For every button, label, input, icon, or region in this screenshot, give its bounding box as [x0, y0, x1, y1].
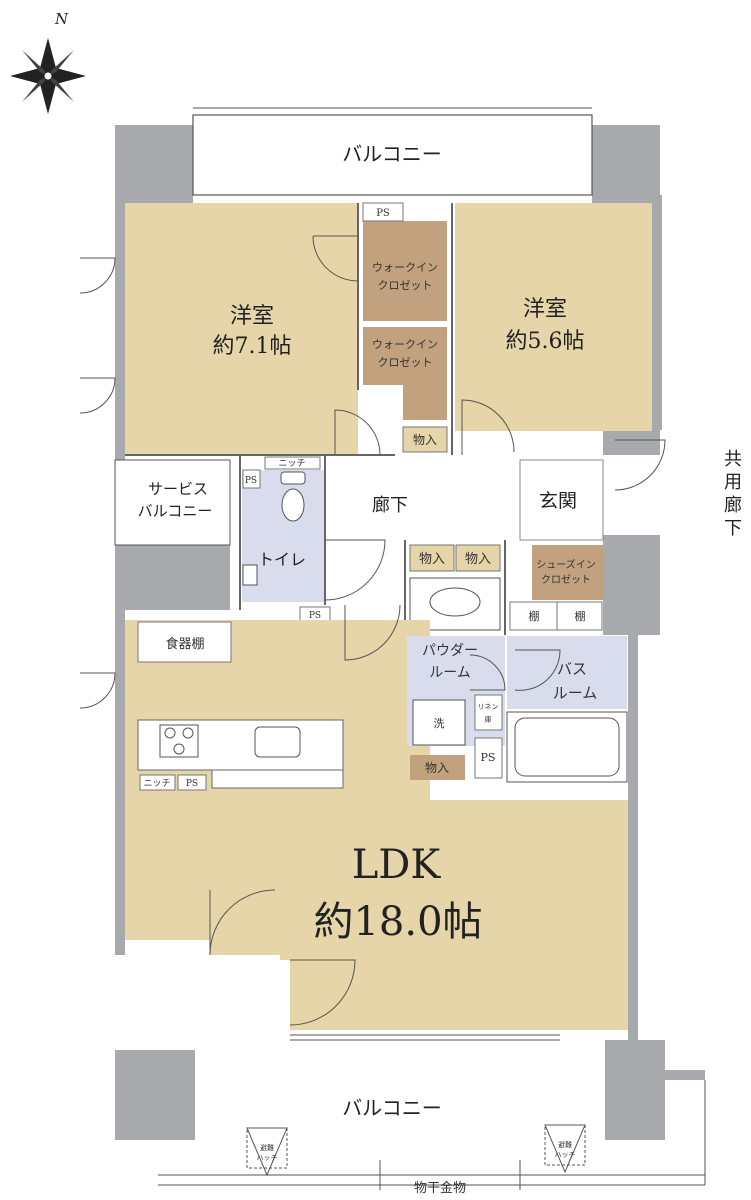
wic1-line2: クロゼット [378, 279, 433, 292]
washer-label: 洗 [434, 717, 445, 730]
walk-in-closet-2 [363, 327, 447, 385]
service-balcony-line2: バルコニー [138, 502, 213, 520]
bath-line2: ルーム [553, 684, 598, 702]
evacuation-hatch-left: 避難 ハッチ [246, 1127, 288, 1177]
hallway-label: 廊下 [372, 495, 408, 516]
ps-toilet: PS [245, 476, 257, 486]
dish-shelf-label: 食器棚 [165, 636, 204, 652]
powder-storage [410, 755, 465, 780]
shelf-1: 棚 [529, 609, 540, 623]
powder-line2: ルーム [429, 665, 471, 681]
entrance-label: 玄関 [539, 490, 577, 512]
svg-text:避難: 避難 [260, 1143, 274, 1152]
balcony-bottom-label: バルコニー [342, 1096, 442, 1120]
drying-rack-label: 物干金物 [414, 1180, 466, 1196]
common-corridor-1: 共 [724, 449, 742, 470]
room2-name: 洋室 [523, 297, 567, 322]
shoes-in-closet [532, 545, 604, 600]
wic1-line1: ウォークイン [372, 261, 438, 274]
storage-a [409, 544, 455, 572]
svg-text:ハッチ: ハッチ [555, 1151, 576, 1159]
storage-b [455, 544, 501, 572]
shelf-2: 棚 [575, 609, 586, 623]
ps-top: PS [376, 208, 390, 219]
niche-top: ニッチ [278, 458, 305, 469]
bathroom [507, 636, 627, 709]
hall-storage [402, 426, 448, 453]
toilet-label: トイレ [258, 550, 306, 569]
western-room-2 [455, 203, 652, 431]
western-room-1 [125, 203, 358, 455]
common-corridor-4: 下 [724, 518, 742, 539]
walk-in-closet-1 [363, 221, 447, 321]
svg-text:ハッチ: ハッチ [257, 1154, 278, 1162]
ps-bath: PS [481, 751, 496, 764]
room2-size: 約5.6帖 [506, 329, 585, 354]
north-label: N [54, 10, 69, 28]
powder-storage-label: 物入 [425, 761, 449, 775]
room1-size: 約7.1帖 [213, 334, 292, 359]
service-balcony-line1: サービス [148, 480, 208, 498]
linen-line1: リネン [478, 703, 499, 711]
hall-storage-label: 物入 [413, 433, 437, 447]
shoes-line2: クロゼット [541, 574, 591, 586]
room1-name: 洋室 [230, 304, 274, 329]
niche-kitchen: ニッチ [143, 778, 170, 789]
ps-kitchen-top: PS [309, 611, 321, 621]
common-corridor-2: 用 [724, 472, 742, 493]
linen-line2: 庫 [485, 715, 492, 724]
wic2-line1: ウォークイン [372, 338, 438, 351]
balcony-top [192, 114, 593, 196]
wic2-line2: クロゼット [378, 356, 433, 369]
bath-line1: バス [557, 660, 587, 678]
balcony-top-label: バルコニー [342, 142, 442, 166]
ldk-room [125, 800, 628, 940]
svg-text:避難: 避難 [558, 1140, 572, 1149]
shoes-line1: シューズイン [536, 558, 596, 571]
evacuation-hatch-right: 避難 ハッチ [544, 1124, 586, 1174]
ps-kitchen: PS [186, 779, 198, 789]
ldk-size: 約18.0帖 [313, 899, 482, 945]
ldk-name: LDK [352, 842, 442, 888]
storage-a-label: 物入 [419, 552, 445, 567]
storage-b-label: 物入 [465, 552, 491, 567]
powder-line1: パウダー [422, 643, 478, 659]
walls [115, 125, 705, 1185]
compass: N [10, 10, 86, 114]
doors [79, 235, 666, 1026]
common-corridor-3: 廊 [724, 495, 742, 516]
